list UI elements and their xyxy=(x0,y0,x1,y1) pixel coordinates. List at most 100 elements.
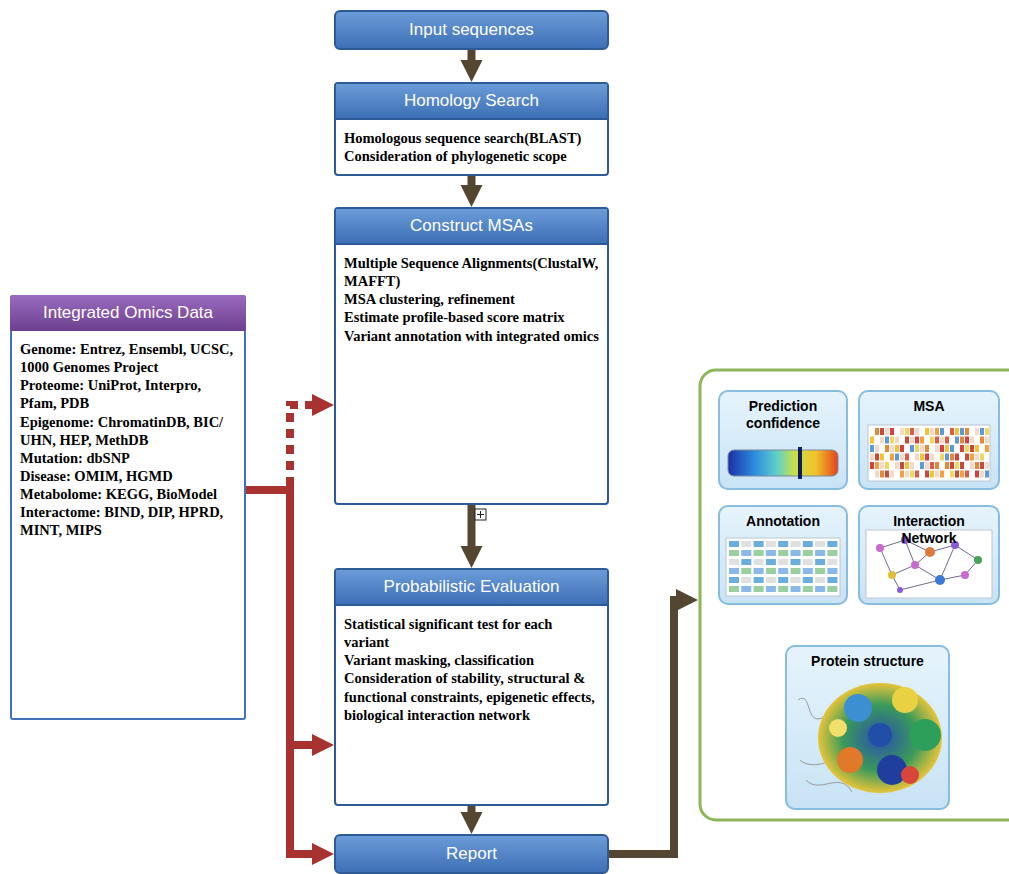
box-heading: Prediction confidence xyxy=(720,392,846,432)
msa-cell xyxy=(900,445,904,452)
annotation-cell xyxy=(754,559,764,565)
msa-cell xyxy=(975,454,979,461)
msa-cell xyxy=(975,462,979,469)
msa-cell xyxy=(965,428,969,435)
msa-cell xyxy=(950,471,954,478)
annotation-cell xyxy=(827,568,837,574)
msa-cell xyxy=(970,437,974,444)
annotation-cell xyxy=(766,541,776,547)
msa-cell xyxy=(915,428,919,435)
msa-cell xyxy=(900,454,904,461)
msa-cell xyxy=(870,445,874,452)
msa-cell xyxy=(875,462,879,469)
annotation-cell xyxy=(778,559,788,565)
msa-cell xyxy=(950,428,954,435)
msa-cell xyxy=(965,471,969,478)
msa-cell xyxy=(985,471,989,478)
msa-cell xyxy=(900,471,904,478)
msa-cell xyxy=(885,428,889,435)
box-text: Disease: OMIM, HGMD xyxy=(20,467,236,485)
msa-cell xyxy=(955,437,959,444)
annotation-cell xyxy=(741,577,751,583)
box-text: MSA clustering, refinement xyxy=(344,290,599,308)
msa-cell xyxy=(940,471,944,478)
data-flow-line xyxy=(246,490,320,745)
output-box: Interaction Network xyxy=(858,505,1000,605)
msa-cell xyxy=(960,471,964,478)
annotation-cell xyxy=(729,550,739,556)
box-body: Genome: Entrez, Ensembl, UCSC, 1000 Geno… xyxy=(12,331,244,547)
process-box: Homology SearchHomologous sequence searc… xyxy=(334,82,609,176)
msa-cell xyxy=(985,462,989,469)
box-text: Interactome: BIND, DIP, HPRD, MINT, MIPS xyxy=(20,503,236,539)
annotation-cell xyxy=(815,577,825,583)
output-box-fill xyxy=(858,505,1000,605)
annotation-cell xyxy=(729,559,739,565)
msa-cell xyxy=(915,445,919,452)
msa-cell xyxy=(960,445,964,452)
annotation-cell xyxy=(791,586,801,592)
msa-cell xyxy=(985,437,989,444)
annotation-cell xyxy=(778,577,788,583)
msa-cell xyxy=(895,445,899,452)
annotation-cell xyxy=(729,541,739,547)
box-text: Statistical significant test for each va… xyxy=(344,615,599,651)
msa-cell xyxy=(980,437,984,444)
msa-cell xyxy=(905,462,909,469)
msa-cell xyxy=(875,445,879,452)
annotation-cell xyxy=(791,559,801,565)
process-box: Report xyxy=(334,834,609,874)
box-text: Proteome: UniProt, Interpro, Pfam, PDB xyxy=(20,376,236,412)
box-text: Consideration of stability, structural &… xyxy=(344,669,599,723)
annotation-cell xyxy=(815,586,825,592)
msa-cell xyxy=(920,462,924,469)
msa-cell xyxy=(930,462,934,469)
msa-cell xyxy=(870,437,874,444)
annotation-cell xyxy=(815,568,825,574)
msa-cell xyxy=(875,428,879,435)
msa-cell xyxy=(960,428,964,435)
annotation-cell xyxy=(803,559,813,565)
output-box: Prediction confidence xyxy=(718,390,848,490)
msa-cell xyxy=(900,462,904,469)
msa-cell xyxy=(985,428,989,435)
box-text: Consideration of phylogenetic scope xyxy=(344,147,599,165)
msa-cell xyxy=(925,454,929,461)
annotation-cell xyxy=(741,559,751,565)
box-text: Multiple Sequence Alignments(ClustalW, M… xyxy=(344,254,599,290)
box-heading: Homology Search xyxy=(336,84,607,120)
msa-cell xyxy=(925,445,929,452)
annotation-cell xyxy=(766,586,776,592)
box-text: Mutation: dbSNP xyxy=(20,449,236,467)
confidence-marker xyxy=(798,447,802,479)
expand-icon xyxy=(475,509,486,520)
annotation-cell xyxy=(791,541,801,547)
protein-surface xyxy=(818,683,942,793)
msa-cell xyxy=(975,428,979,435)
msa-cell xyxy=(925,428,929,435)
msa-cell xyxy=(970,445,974,452)
msa-cell xyxy=(955,454,959,461)
output-box-fill xyxy=(785,645,950,810)
msa-cell xyxy=(890,454,894,461)
box-text: Epigenome: ChromatinDB, BIC/ UHN, HEP, M… xyxy=(20,413,236,449)
annotation-cell xyxy=(766,559,776,565)
msa-cell xyxy=(890,445,894,452)
box-body: Statistical significant test for each va… xyxy=(336,606,607,732)
annotation-cell xyxy=(778,568,788,574)
msa-cell xyxy=(915,437,919,444)
msa-cell xyxy=(925,462,929,469)
box-heading: Input sequences xyxy=(409,20,534,40)
annotation-cell xyxy=(754,550,764,556)
msa-cell xyxy=(880,471,884,478)
msa-cell xyxy=(940,428,944,435)
data-panel: Integrated Omics DataGenome: Entrez, Ens… xyxy=(10,295,246,720)
msa-cell xyxy=(980,471,984,478)
box-heading: Construct MSAs xyxy=(336,209,607,245)
msa-cell xyxy=(965,437,969,444)
msa-cell xyxy=(885,437,889,444)
msa-cell xyxy=(935,445,939,452)
msa-cell xyxy=(875,471,879,478)
msa-cell xyxy=(885,445,889,452)
output-box-fill xyxy=(718,505,848,605)
